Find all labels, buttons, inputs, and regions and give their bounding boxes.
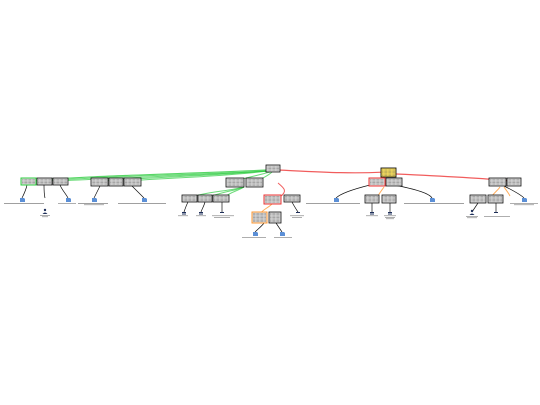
stack-icon[interactable] [370,212,374,215]
stack-icon[interactable] [199,212,203,215]
leaf-caption [366,215,378,217]
leaf-caption [290,215,304,217]
argument-node[interactable] [368,177,386,187]
leaf-edge [275,222,283,233]
leaf-caption [510,203,538,204]
leaf-caption [78,203,108,204]
leaf-caption [466,216,478,217]
leaf-caption [118,203,166,204]
leaf-caption [178,215,188,217]
argument-node[interactable] [245,177,264,188]
stack-icon[interactable] [388,212,392,215]
argument-node[interactable] [265,164,281,173]
leaf-edge [291,201,299,213]
leaf-edge [200,201,206,213]
leaf-caption [40,215,50,216]
stack-icon[interactable] [494,212,498,213]
argument-node[interactable] [108,177,124,187]
argument-node[interactable] [52,177,69,186]
argument-node[interactable] [487,194,504,204]
leaf-edge [335,184,371,199]
leaf-edge [131,185,145,199]
document-icon[interactable] [20,198,25,202]
leaf-caption [196,215,206,217]
document-icon[interactable] [334,198,339,202]
leaf-edge [503,185,525,199]
stack-icon[interactable] [296,212,300,213]
attack-edge [277,169,387,174]
leaf-edge [393,184,433,199]
leaf-edge [59,184,69,199]
node-layer [20,164,522,224]
leaf-edge [183,201,189,213]
leaf-edge [21,184,28,199]
document-icon[interactable] [280,232,285,236]
document-icon[interactable] [66,198,71,202]
argument-node[interactable] [469,194,487,204]
leaf-caption [306,203,360,204]
leaf-caption [214,217,230,218]
leaf-caption [4,203,44,204]
argument-node[interactable] [381,194,397,204]
argument-node[interactable] [20,177,37,186]
document-icon[interactable] [92,198,97,202]
document-icon[interactable] [430,198,435,202]
argument-node[interactable] [225,177,245,188]
document-icon[interactable] [522,198,527,202]
attack-edge [277,182,285,198]
argument-node[interactable] [385,177,403,187]
document-icon[interactable] [142,198,147,202]
argument-node[interactable] [212,194,230,203]
argument-node[interactable] [123,177,142,187]
argument-node[interactable] [268,211,282,224]
leaf-caption [84,204,104,206]
argument-node[interactable] [506,177,522,187]
person-icon[interactable] [469,209,475,215]
leaf-edge [43,184,46,199]
argument-node[interactable] [90,177,109,187]
leaf-caption [212,215,234,217]
stack-icon[interactable] [182,212,186,215]
argument-node[interactable] [181,194,198,203]
leaf-caption [384,215,396,217]
leaf-caption [58,203,76,204]
stack-icon[interactable] [220,212,224,213]
leaf-caption [42,216,48,218]
leaf-caption [385,217,395,218]
argument-node[interactable] [251,211,268,224]
leaf-caption [484,216,510,217]
argument-node[interactable] [488,177,507,187]
leaf-edge [93,185,101,199]
root-claim-node[interactable] [380,167,397,178]
argument-node[interactable] [364,194,380,204]
leaf-caption [292,217,302,218]
argument-node[interactable] [283,194,301,203]
leaf-caption [404,203,464,204]
argument-node[interactable] [36,177,53,186]
leaf-caption [386,218,394,220]
argument-node[interactable] [263,194,282,205]
argument-node[interactable] [197,194,213,203]
leaf-caption [467,217,477,219]
leaf-layer [4,198,538,238]
leaf-edge [254,222,265,233]
person-icon[interactable] [42,208,48,214]
leaf-caption [274,237,292,238]
leaf-caption [242,237,266,238]
leaf-caption [514,204,534,206]
orange-edge [503,186,511,197]
document-icon[interactable] [253,232,258,236]
